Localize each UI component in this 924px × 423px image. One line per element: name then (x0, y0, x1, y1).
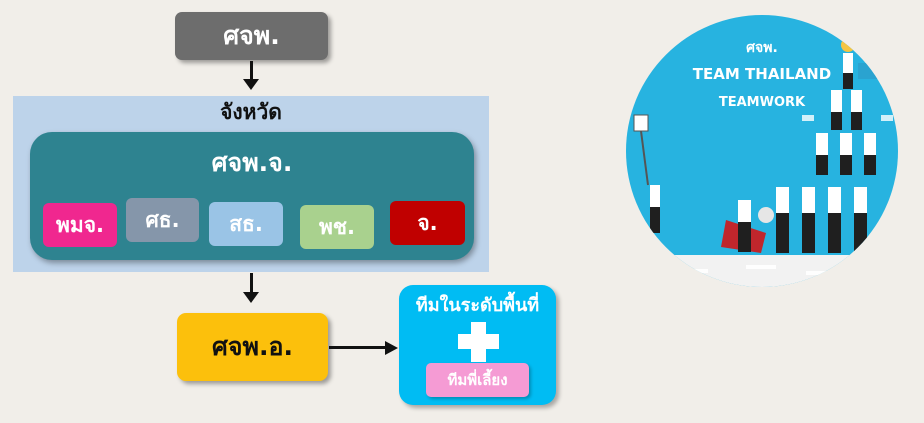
agency-chip: พมจ. (43, 203, 117, 247)
arrow-mid-head (243, 292, 259, 303)
team-thailand-poster: ศจพ. TEAM THAILAND TEAMWORK (626, 15, 898, 287)
arrow-top-head (243, 79, 259, 90)
top-center-box: ศจพ. (175, 12, 328, 60)
plus-icon-bar (458, 334, 499, 349)
agency-label: จ. (417, 210, 438, 235)
agency-chip: สธ. (209, 202, 283, 246)
poster-line-3: TEAMWORK (718, 95, 806, 110)
agency-label: ศธ. (145, 207, 180, 232)
province-label: จังหวัด (220, 100, 282, 124)
agency-chip: จ. (390, 201, 465, 245)
poster-line-1: ศจพ. (746, 40, 778, 56)
district-label: ศจพ.อ. (211, 332, 293, 361)
poster-line-2: TEAM THAILAND (692, 65, 832, 83)
province-center-title: ศจพ.จ. (211, 148, 293, 177)
human-pyramid-illustration (626, 38, 898, 287)
arrow-top-shaft (250, 61, 253, 80)
top-center-label: ศจพ. (223, 21, 280, 50)
agency-chip: พช. (300, 205, 374, 249)
agency-label: พช. (318, 214, 356, 239)
arrow-right-head (385, 341, 398, 355)
district-box: ศจพ.อ. (177, 313, 328, 381)
mentor-team-label: ทีมพี่เลี้ยง (447, 371, 508, 389)
arrow-mid-shaft (250, 273, 253, 293)
arrow-right-shaft (329, 346, 386, 349)
agency-label: สธ. (229, 211, 263, 236)
area-team-title: ทีมในระดับพื้นที่ (415, 295, 540, 316)
agency-chip: ศธ. (126, 198, 199, 242)
mentor-team-box: ทีมพี่เลี้ยง (426, 363, 529, 397)
agency-label: พมจ. (56, 212, 104, 237)
